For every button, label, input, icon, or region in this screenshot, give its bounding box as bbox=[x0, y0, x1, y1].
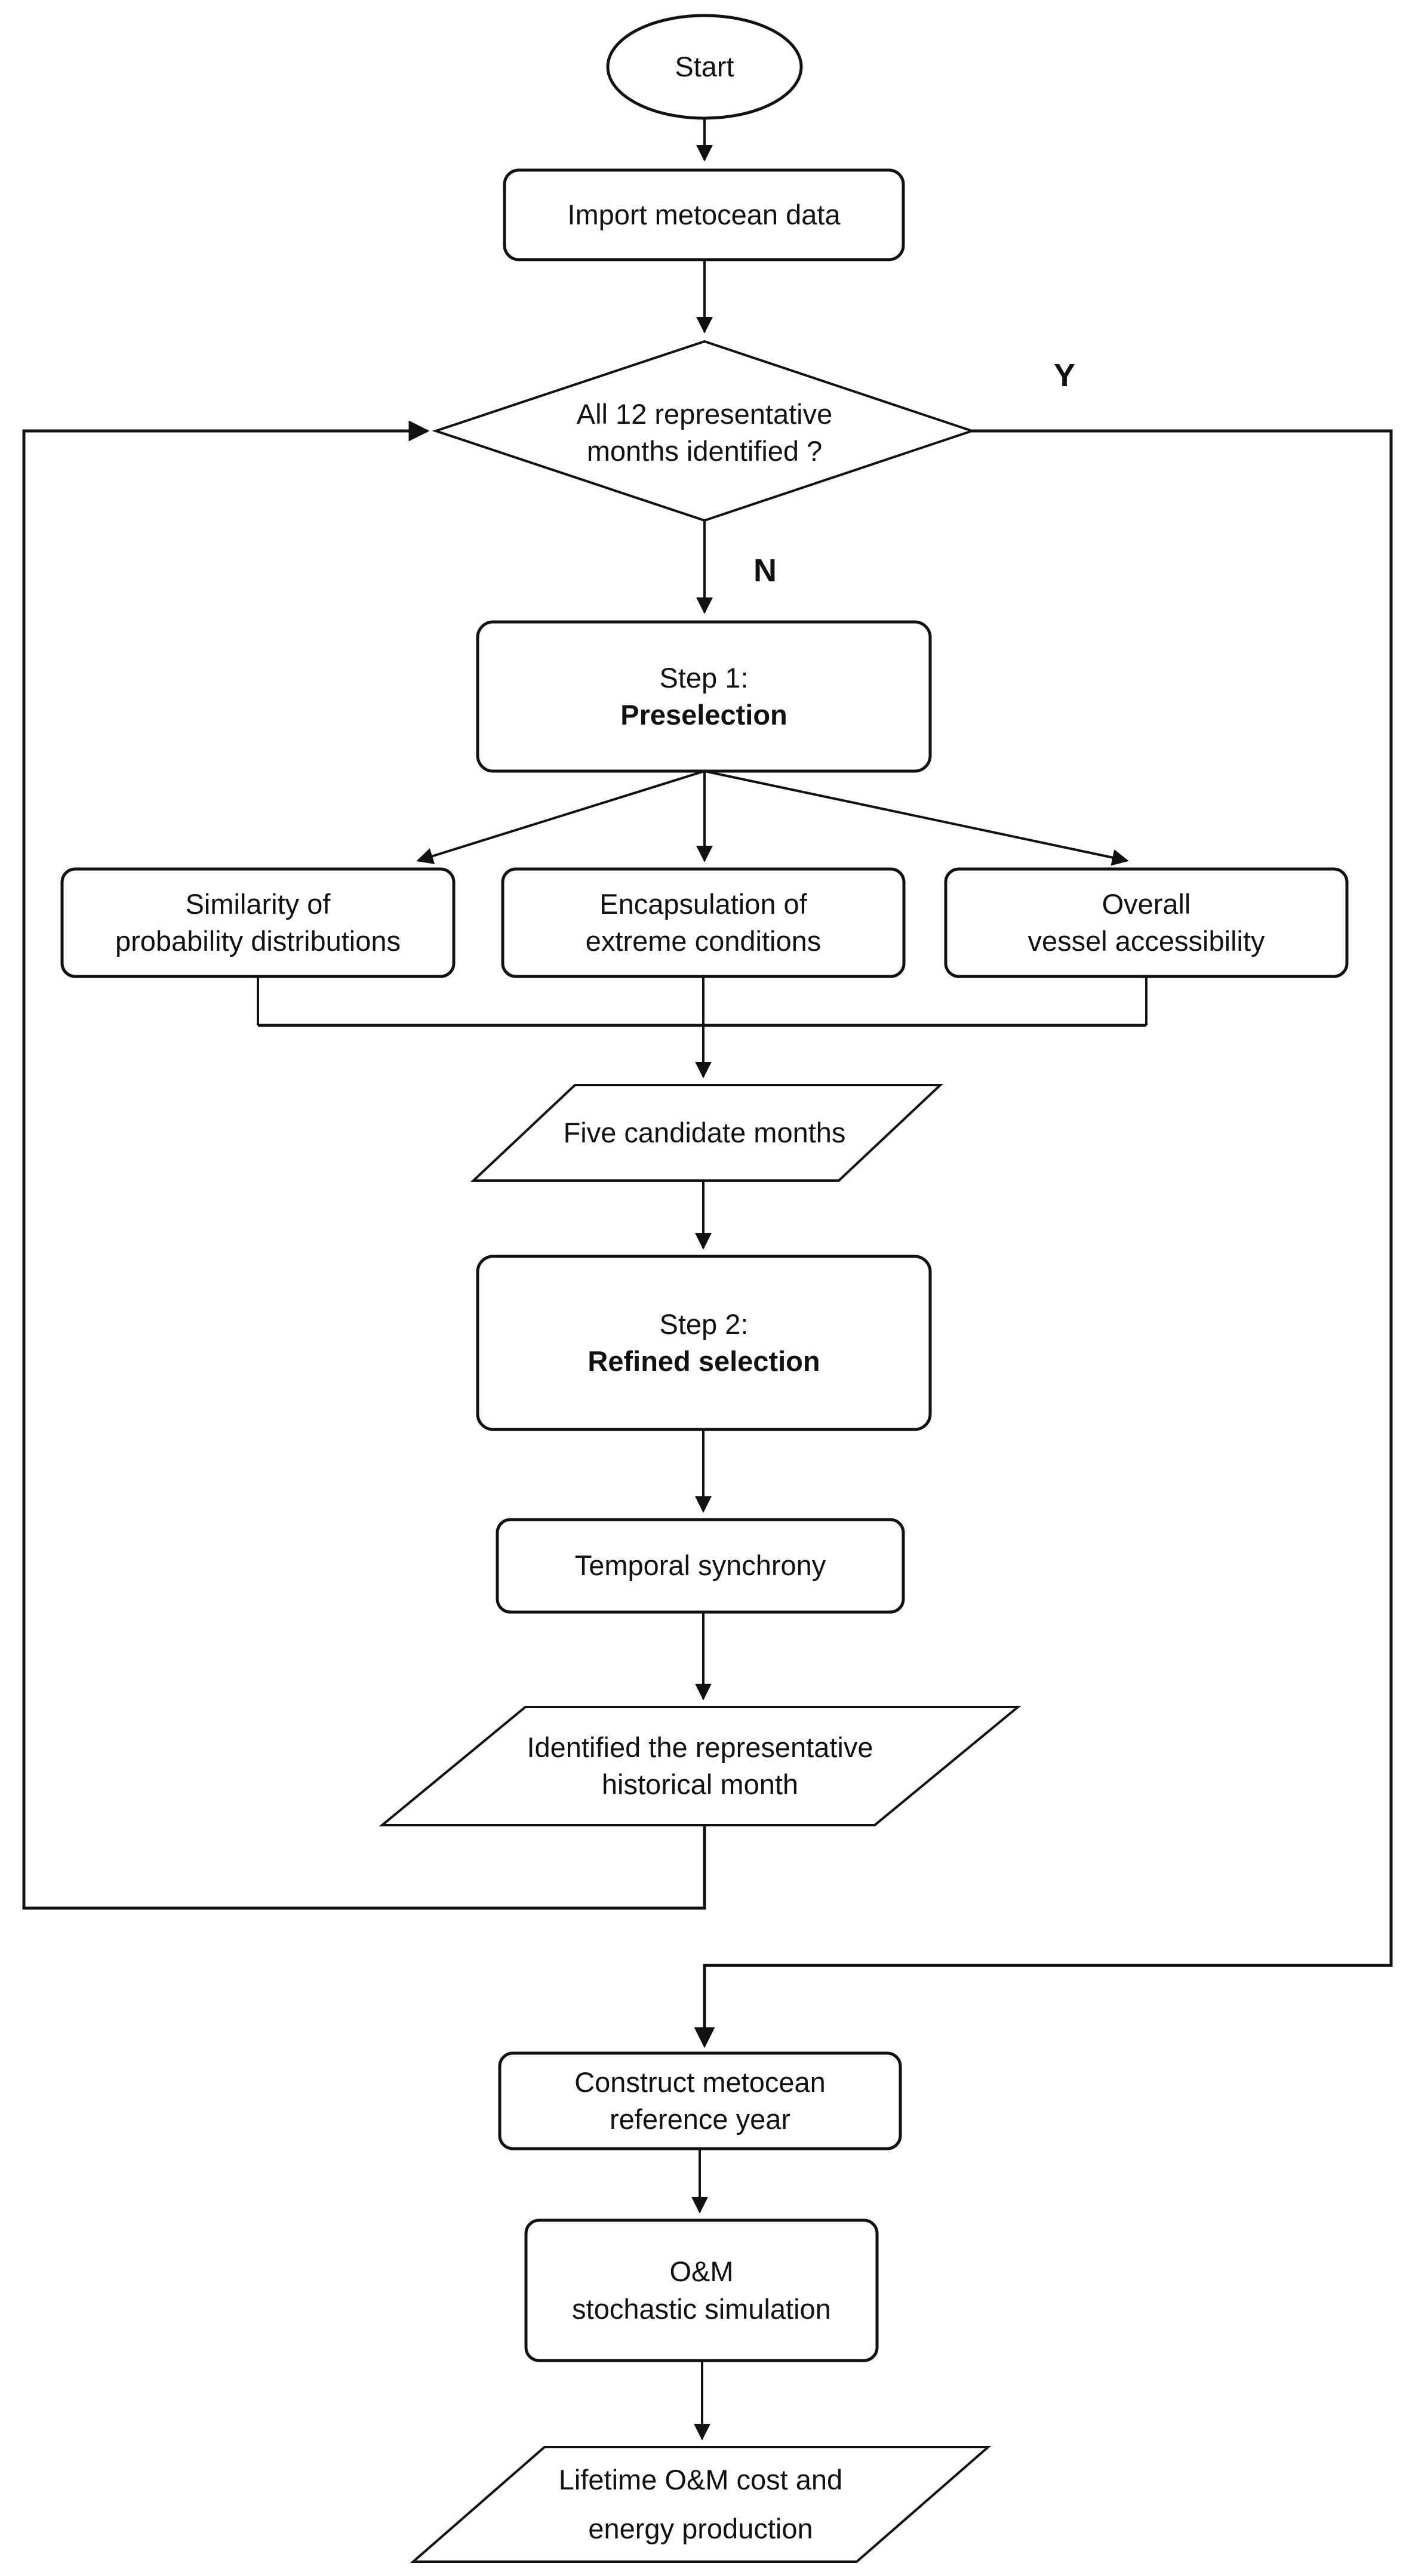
om-text-line2: stochastic simulation bbox=[572, 2292, 831, 2325]
accessibility-node-label: Overall vessel accessibility bbox=[946, 869, 1347, 976]
lifetime-text-line1: Lifetime O&M cost and bbox=[558, 2463, 843, 2495]
decision-text-line1: All 12 representative bbox=[576, 398, 833, 430]
decision-no-edge-label: N bbox=[753, 553, 777, 588]
lifetime-text-line2: energy production bbox=[588, 2513, 813, 2544]
step1-text-line1: Step 1: bbox=[659, 661, 749, 694]
step2-node-label: Step 2: Refined selection bbox=[478, 1256, 930, 1429]
temporal-process-shape bbox=[496, 1518, 905, 1614]
lifetime-node-label: Lifetime O&M cost and energy production bbox=[449, 2447, 952, 2562]
five-months-data-shape bbox=[470, 1084, 944, 1182]
accessibility-process-shape bbox=[944, 867, 1349, 978]
step1-process-shape bbox=[476, 620, 932, 773]
arrow-step1-to-similarity bbox=[416, 770, 705, 864]
import-text: Import metocean data bbox=[567, 198, 841, 230]
import-process-shape bbox=[503, 168, 905, 261]
decision-diamond-shape bbox=[432, 340, 976, 522]
start-terminator-shape bbox=[606, 14, 803, 120]
om-process-shape bbox=[524, 2218, 879, 2362]
construct-node-label: Construct metocean reference year bbox=[500, 2053, 900, 2149]
om-node-label: O&M stochastic simulation bbox=[526, 2220, 877, 2361]
step1-text-line2: Preselection bbox=[620, 699, 787, 731]
accessibility-text-line2: vessel accessibility bbox=[1027, 925, 1265, 957]
temporal-text: Temporal synchrony bbox=[574, 1549, 826, 1582]
similarity-text-line1: Similarity of bbox=[185, 888, 331, 920]
step2-text-line1: Step 2: bbox=[659, 1308, 749, 1340]
start-text: Start bbox=[675, 50, 734, 82]
start-node-label: Start bbox=[608, 36, 801, 98]
encapsulation-text-line1: Encapsulation of bbox=[599, 888, 807, 920]
identified-text-line1: Identified the representative bbox=[527, 1731, 873, 1763]
temporal-node-label: Temporal synchrony bbox=[497, 1520, 903, 1612]
encapsulation-process-shape bbox=[501, 867, 906, 978]
five-months-text: Five candidate months bbox=[563, 1116, 846, 1148]
decision-node-label: All 12 representative months identified … bbox=[496, 358, 913, 507]
arrow-step1-to-accessibility bbox=[704, 770, 1129, 866]
decision-yes-edge-label: Y bbox=[1054, 358, 1076, 393]
construct-text-line2: reference year bbox=[609, 2103, 791, 2135]
similarity-process-shape bbox=[60, 867, 456, 978]
encapsulation-text-line2: extreme conditions bbox=[585, 925, 822, 957]
encapsulation-node-label: Encapsulation of extreme conditions bbox=[503, 869, 904, 976]
identified-node-label: Identified the representative historical… bbox=[442, 1707, 958, 1825]
om-text-line1: O&M bbox=[669, 2255, 734, 2288]
identified-data-shape bbox=[379, 1706, 1022, 1826]
loop-identified-back-to-decision bbox=[22, 420, 706, 1910]
identified-text-line2: historical month bbox=[601, 1768, 799, 1800]
path-decision-yes-to-construct bbox=[694, 429, 1393, 2048]
import-node-label: Import metocean data bbox=[504, 170, 903, 260]
accessibility-text-line1: Overall bbox=[1102, 888, 1191, 920]
similarity-node-label: Similarity of probability distributions bbox=[62, 869, 454, 976]
similarity-text-line2: probability distributions bbox=[115, 925, 401, 957]
construct-process-shape bbox=[498, 2051, 902, 2150]
lifetime-data-shape bbox=[410, 2446, 992, 2563]
five-months-node-label: Five candidate months bbox=[502, 1085, 907, 1181]
construct-text-line1: Construct metocean bbox=[574, 2066, 826, 2098]
step2-text-line2: Refined selection bbox=[587, 1345, 820, 1377]
decision-text-line2: months identified ? bbox=[586, 435, 823, 467]
step2-process-shape bbox=[476, 1255, 932, 1431]
step1-node-label: Step 1: Preselection bbox=[478, 622, 930, 771]
